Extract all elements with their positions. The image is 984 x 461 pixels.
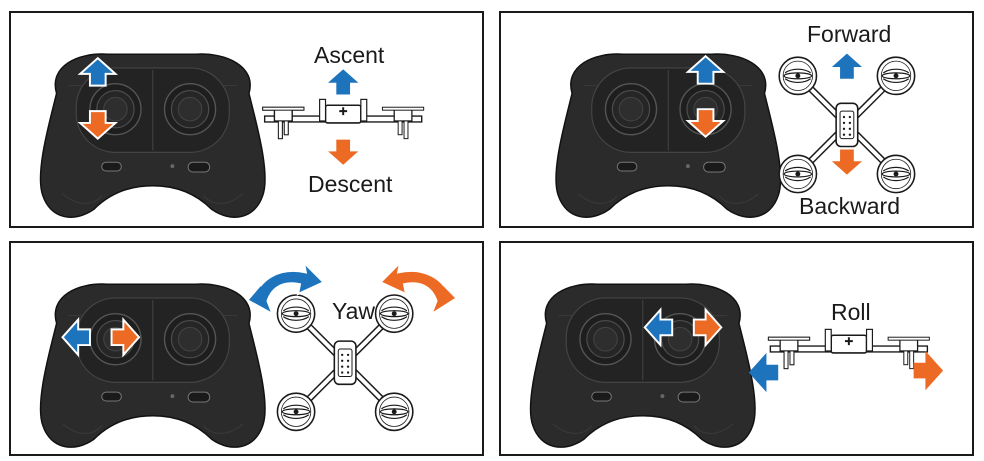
controller-illustration: [555, 53, 782, 218]
controller-illustration: [529, 283, 756, 448]
panel-ascent-descent: Ascent Descent: [9, 11, 484, 228]
controller-illustration: [39, 53, 266, 218]
rotate-cw-icon: [378, 259, 456, 312]
forward-label: Forward: [807, 21, 892, 47]
backward-label: Backward: [799, 193, 900, 219]
yaw-label: Yaw: [332, 298, 376, 324]
panel-yaw: Yaw: [9, 241, 484, 456]
backward-arrow-icon: [828, 147, 866, 177]
panel-yaw-graphic: [39, 259, 456, 448]
roll-left-arrow-icon: [748, 352, 779, 393]
roll-right-arrow-icon: [913, 350, 944, 391]
ascent-label: Ascent: [314, 42, 385, 68]
panel-roll: Roll: [499, 241, 974, 456]
rotate-ccw-icon: [248, 259, 326, 312]
drone-side-view: [263, 99, 424, 138]
descent-arrow-icon: [324, 137, 362, 168]
panel-roll-graphic: [529, 283, 944, 448]
controller-illustration: [39, 283, 266, 448]
forward-arrow-icon: [828, 51, 866, 81]
panel-forward-backward-graphic: [555, 51, 972, 218]
roll-label: Roll: [831, 299, 871, 325]
descent-label: Descent: [308, 171, 393, 197]
drone-side-view: [768, 329, 929, 368]
panel-ascent-descent-graphic: [39, 53, 482, 218]
ascent-arrow-icon: [324, 66, 362, 97]
panel-forward-backward: Forward Backward: [499, 11, 974, 228]
